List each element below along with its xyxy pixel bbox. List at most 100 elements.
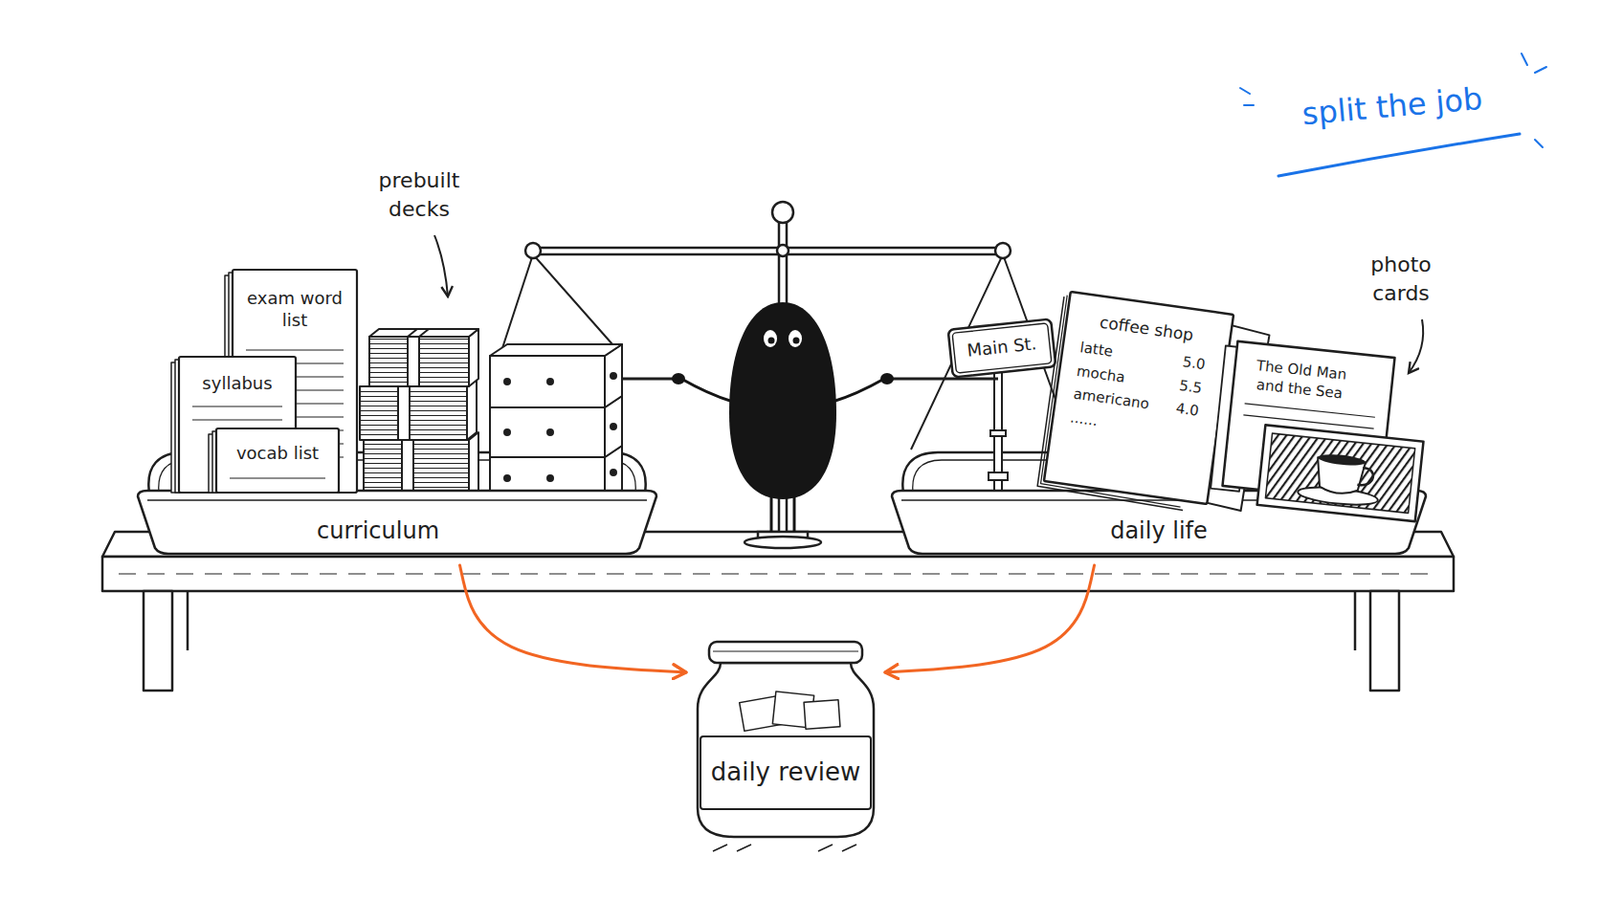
- table-part: [1354, 591, 1357, 651]
- scale-stand-part: [995, 243, 1011, 259]
- blob-character-part: [671, 373, 686, 385]
- table-part: [118, 573, 1438, 575]
- card-box-part: [504, 378, 511, 385]
- blob-character: [671, 302, 894, 533]
- flow-arrow: [460, 565, 687, 673]
- photo-card-part: [1356, 467, 1374, 488]
- scale-stand-part: [533, 247, 1003, 255]
- scale-string-part: [502, 254, 613, 349]
- prebuilt-deck: [359, 329, 479, 500]
- scale-stand-part: [772, 201, 794, 223]
- blob-character-part: [763, 330, 778, 348]
- sign-board: [948, 318, 1057, 378]
- card-box-part: [489, 344, 623, 356]
- title-underline-part: [1534, 139, 1543, 148]
- card-box-part: [547, 475, 554, 482]
- card-node: vocab list: [216, 428, 339, 493]
- tray-label: daily life: [889, 516, 1428, 547]
- prebuilt-deck-part: [369, 336, 469, 387]
- tray-node: curriculumexam word listsyllabusvocab li…: [135, 448, 659, 556]
- card-title: exam word list: [242, 287, 348, 333]
- hand-rod-part: [884, 377, 999, 381]
- prebuilt-deck-part: [468, 432, 479, 500]
- sign-shape: [948, 318, 1057, 378]
- leader-arrow-part: [1408, 319, 1423, 374]
- tray-label: curriculum: [135, 516, 621, 547]
- title-underline-part: [1278, 133, 1520, 177]
- sign-node: Main St.: [948, 318, 1057, 378]
- card-box-part: [504, 475, 511, 482]
- menu-price: 5.0: [1180, 353, 1206, 376]
- card-rule: [229, 477, 326, 479]
- photo-card-part: [1257, 424, 1424, 522]
- card-shape: [208, 428, 339, 493]
- jar-shadow: [712, 844, 857, 852]
- card-box-part: [610, 423, 617, 430]
- prebuilt-deck-part: [359, 386, 467, 441]
- menu-price: 4.0: [1175, 400, 1200, 423]
- callout-label: photo cards: [1357, 250, 1445, 308]
- prebuilt-deck-part: [407, 329, 429, 337]
- jar-label: daily review: [699, 735, 872, 811]
- leader-arrow-part: [434, 235, 448, 297]
- prebuilt-deck-part: [407, 336, 420, 387]
- blob-character-part: [793, 337, 800, 345]
- jar-card: [803, 700, 841, 730]
- card-box-part: [610, 469, 617, 476]
- table-part: [102, 556, 1454, 592]
- sign-inner: [952, 323, 1052, 374]
- blob-character-part: [770, 493, 774, 533]
- card-box-part: [547, 378, 554, 385]
- book-rule: [1243, 415, 1374, 429]
- scale-stand-part: [525, 243, 541, 259]
- blob-character-part: [729, 302, 837, 500]
- jar-shadow-part: [712, 844, 857, 852]
- tray-node: daily lifeMain St.coffee shoplatte5.0moc…: [889, 448, 1428, 556]
- prebuilt-deck-part: [468, 329, 479, 387]
- menu-page: [1044, 291, 1234, 505]
- jar-lid-rim: [712, 650, 859, 652]
- card-page: [216, 428, 339, 493]
- card-rule: [192, 419, 283, 421]
- blob-character-part: [681, 378, 734, 402]
- scale-stand-part: [777, 244, 789, 257]
- prebuilt-deck-part: [369, 329, 479, 337]
- handwritten-title: split the job: [1243, 75, 1542, 138]
- callout-label: prebuilt decks: [366, 166, 472, 223]
- jar-lid: [709, 642, 863, 664]
- card-box-part: [547, 429, 554, 436]
- prebuilt-deck-part: [398, 386, 410, 441]
- tray-lip: [147, 499, 647, 501]
- photo-card-part: [1265, 433, 1415, 513]
- flow-arrow: [885, 565, 1095, 673]
- card-title: vocab list: [223, 442, 332, 465]
- blob-character-part: [768, 337, 776, 345]
- menu-node: coffee shoplatte5.0mocha5.5americano4.0.…: [1044, 291, 1234, 505]
- menu-price: 5.5: [1177, 376, 1203, 399]
- blob-character-part: [832, 378, 885, 402]
- jar-shape: [697, 642, 874, 838]
- jar-body: [697, 663, 874, 838]
- scale-stand-part: [744, 536, 822, 549]
- sign-pole: [988, 371, 1008, 496]
- title-underline-part: [1240, 88, 1250, 94]
- photo-card-part: [1317, 452, 1367, 467]
- sign-pole-part: [990, 430, 1006, 437]
- table-part: [186, 591, 190, 651]
- card-box-part: [610, 373, 617, 379]
- table-part: [1370, 591, 1400, 691]
- book-shape: [1209, 340, 1432, 523]
- card-rule: [192, 405, 283, 407]
- card-box: [489, 344, 623, 502]
- card-box-part: [504, 429, 511, 436]
- card-box-part: [489, 355, 605, 408]
- sign-pole-part: [988, 472, 1008, 481]
- photo-card: [1257, 424, 1424, 522]
- title-underline: [1240, 53, 1547, 177]
- card-rule: [245, 349, 344, 351]
- title-underline-part: [1521, 53, 1528, 66]
- title-underline-part: [1244, 104, 1254, 107]
- blob-character-part: [788, 330, 802, 348]
- title-underline-part: [1534, 66, 1547, 73]
